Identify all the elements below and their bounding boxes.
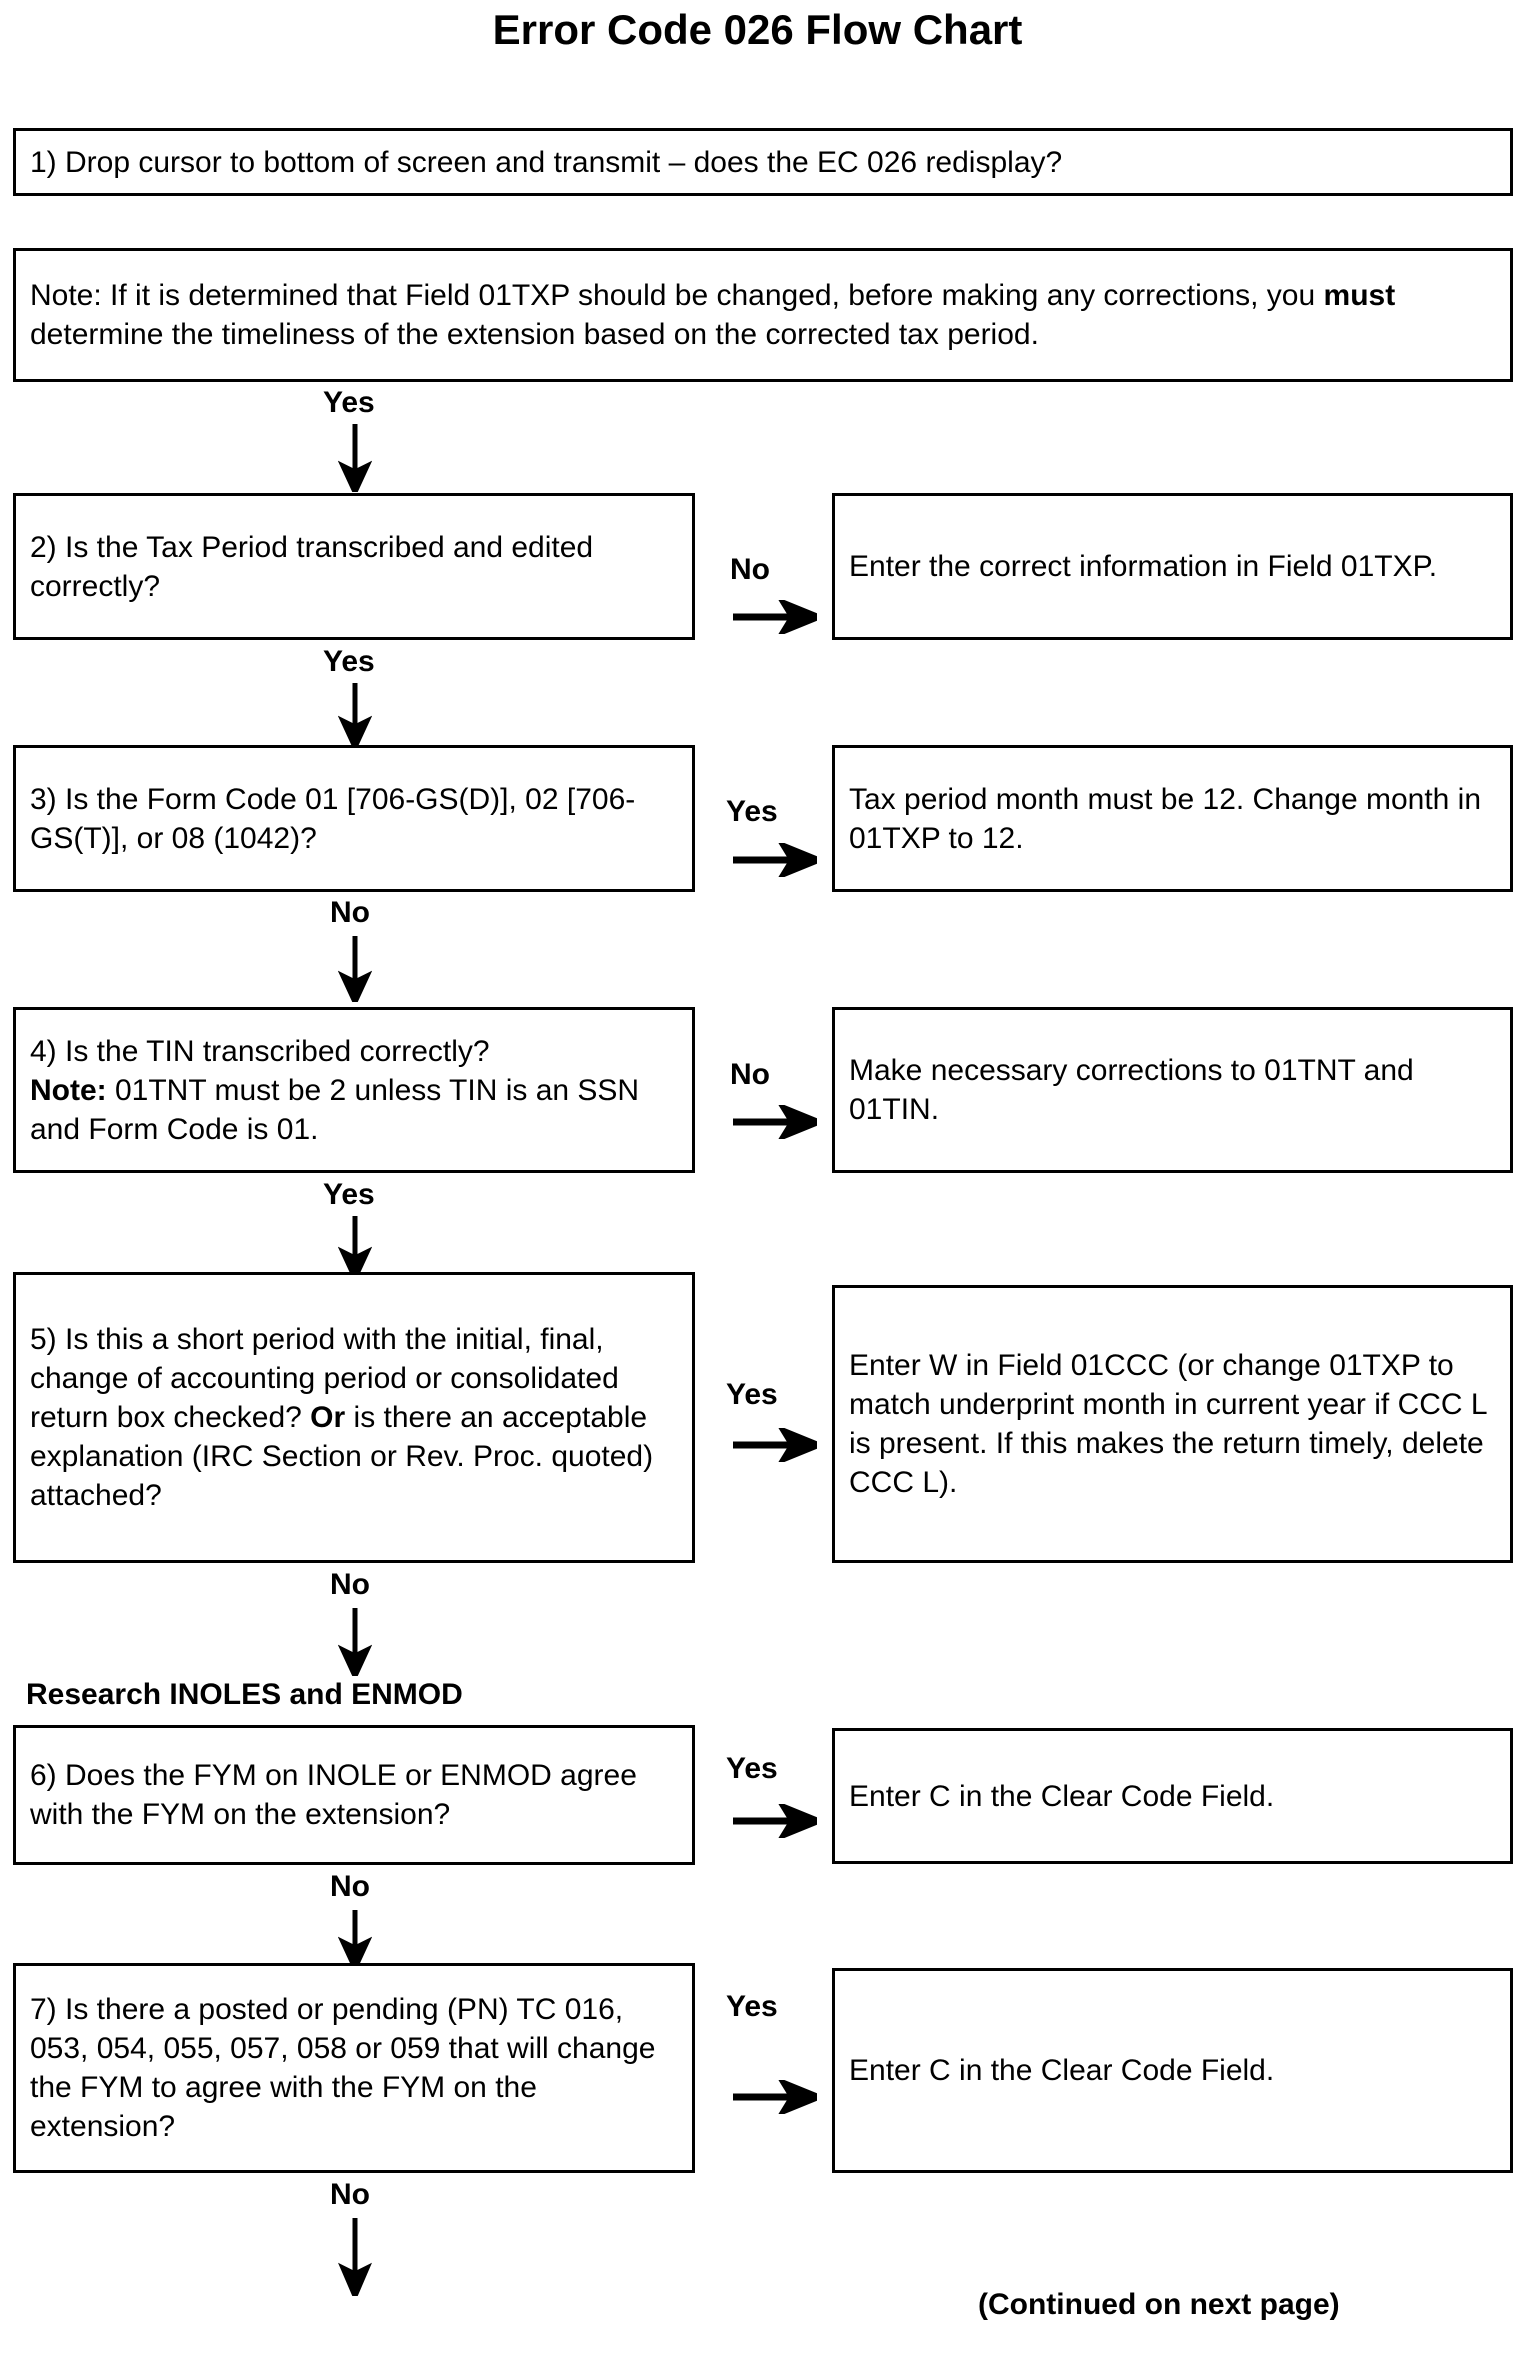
arrow-down-step6-to-step7 (338, 1910, 372, 1968)
step-4-action-text: Make necessary corrections to 01TNT and … (849, 1054, 1414, 1126)
edge-label-step4-no: No (730, 1058, 770, 1091)
step-4-action-box: Make necessary corrections to 01TNT and … (832, 1007, 1513, 1173)
step-7-text: 7) Is there a posted or pending (PN) TC … (30, 1993, 656, 2143)
step-2-text: 2) Is the Tax Period transcribed and edi… (30, 530, 594, 603)
edge-label-step3-no: No (330, 896, 370, 929)
step-5-emphasis: Or (310, 1401, 346, 1434)
note-part-1: Note: If it is determined that Field 01T… (30, 279, 1324, 312)
step-4-line-2: 01TNT must be 2 unless TIN is an SSN and… (30, 1073, 640, 1146)
research-heading: Research INOLES and ENMOD (26, 1678, 463, 1711)
edge-label-step4-yes: Yes (323, 1178, 375, 1211)
edge-label-step5-yes: Yes (726, 1378, 778, 1411)
edge-label-step3-yes: Yes (726, 795, 778, 828)
edge-label-note-yes: Yes (323, 386, 375, 419)
page-title: Error Code 026 Flow Chart (492, 6, 1023, 53)
step-3-action-box: Tax period month must be 12. Change mont… (832, 745, 1513, 892)
step-6-text: 6) Does the FYM on INOLE or ENMOD agree … (30, 1759, 637, 1831)
arrow-down-step5-to-research (338, 1608, 372, 1676)
note-box: Note: If it is determined that Field 01T… (13, 248, 1513, 382)
arrow-right-step7-yes (733, 2080, 817, 2114)
step-1-text: 1) Drop cursor to bottom of screen and t… (30, 145, 1063, 179)
arrow-down-step7-continue (338, 2218, 372, 2296)
edge-label-step7-no: No (330, 2178, 370, 2211)
step-3-text: 3) Is the Form Code 01 [706-GS(D)], 02 [… (30, 782, 636, 855)
step-3-action-text: Tax period month must be 12. Change mont… (849, 782, 1482, 855)
step-5-box: 5) Is this a short period with the initi… (13, 1272, 695, 1563)
step-2-box: 2) Is the Tax Period transcribed and edi… (13, 493, 695, 640)
step-4-box: 4) Is the TIN transcribed correctly? Note… (13, 1007, 695, 1173)
arrow-right-step4-no (733, 1105, 817, 1139)
step-5-part-1: 5) Is this a short period with the initi… (30, 1323, 619, 1434)
arrow-right-step5-yes (733, 1428, 817, 1462)
arrow-down-step2-to-step3 (338, 683, 372, 747)
step-3-box: 3) Is the Form Code 01 [706-GS(D)], 02 [… (13, 745, 695, 892)
arrow-right-step2-no (733, 600, 817, 634)
note-part-2: determine the timeliness of the extensio… (30, 318, 1039, 351)
note-text: Note: If it is determined that Field 01T… (16, 276, 1510, 354)
step-1-box: 1) Drop cursor to bottom of screen and t… (13, 128, 1513, 196)
edge-label-step7-yes: Yes (726, 1990, 778, 2023)
step-6-action-box: Enter C in the Clear Code Field. (832, 1728, 1513, 1864)
step-4-emphasis: Note: (30, 1073, 107, 1107)
note-emphasis: must (1323, 279, 1396, 312)
arrow-right-step6-yes (733, 1804, 817, 1838)
step-5-action-box: Enter W in Field 01CCC (or change 01TXP … (832, 1285, 1513, 1563)
edge-label-step6-no: No (330, 1870, 370, 1903)
edge-label-step6-yes: Yes (726, 1752, 778, 1785)
step-7-action-text: Enter C in the Clear Code Field. (849, 2054, 1275, 2087)
continued-note: (Continued on next page) (978, 2288, 1340, 2321)
arrow-down-note-to-step2 (338, 424, 372, 492)
edge-label-step5-no: No (330, 1568, 370, 1601)
arrow-down-step4-to-step5 (338, 1216, 372, 1278)
step-7-box: 7) Is there a posted or pending (PN) TC … (13, 1963, 695, 2173)
step-5-action-text: Enter W in Field 01CCC (or change 01TXP … (849, 1349, 1487, 1499)
step-6-box: 6) Does the FYM on INOLE or ENMOD agree … (13, 1725, 695, 1865)
step-2-action-text: Enter the correct information in Field 0… (849, 550, 1438, 583)
step-2-action-box: Enter the correct information in Field 0… (832, 493, 1513, 640)
step-6-action-text: Enter C in the Clear Code Field. (849, 1779, 1275, 1813)
edge-label-step2-no: No (730, 553, 770, 586)
step-5-part-2: is there an acceptable explanation (IRC … (30, 1401, 654, 1512)
edge-label-step2-yes: Yes (323, 645, 375, 678)
arrow-right-step3-yes (733, 843, 817, 877)
step-7-action-box: Enter C in the Clear Code Field. (832, 1968, 1513, 2173)
step-4-line-1: 4) Is the TIN transcribed correctly? (30, 1034, 490, 1068)
step-4-text: 4) Is the TIN transcribed correctly? Note… (16, 1032, 692, 1149)
arrow-down-step3-to-step4 (338, 936, 372, 1002)
step-5-text: 5) Is this a short period with the initi… (16, 1320, 692, 1515)
